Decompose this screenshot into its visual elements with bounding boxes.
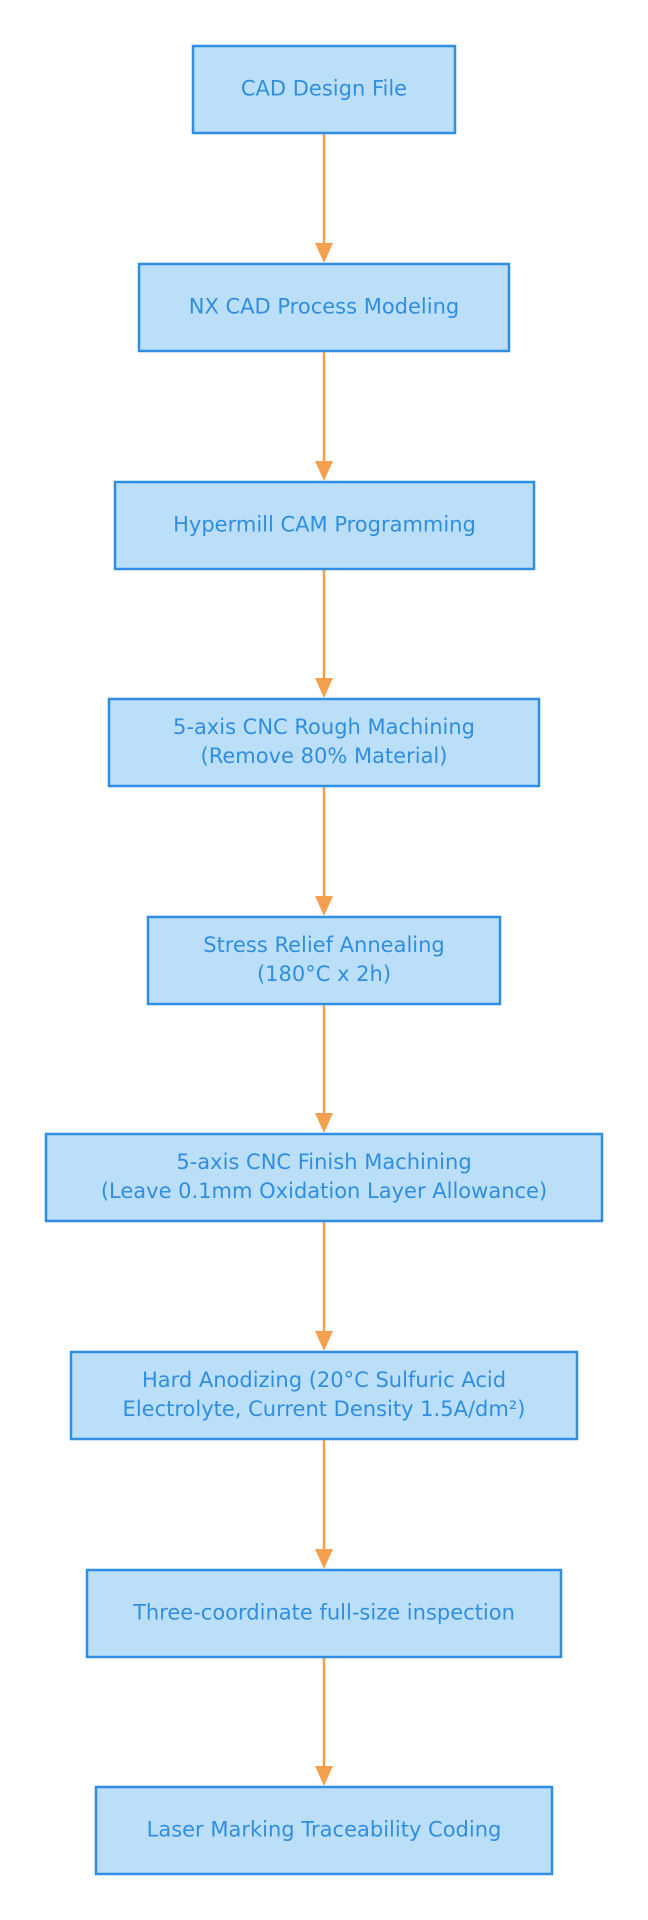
node-box — [69, 1350, 579, 1441]
node-label: Stress Relief Annealing — [203, 933, 445, 957]
node-box — [44, 1132, 604, 1223]
node-label: 5-axis CNC Finish Machining — [176, 1150, 471, 1174]
arrow-stress-relief-annealing-to-finish-machining — [315, 1005, 333, 1133]
arrowhead-icon — [315, 461, 333, 481]
arrow-nx-cad-process-modeling-to-hypermill-cam-programming — [315, 352, 333, 481]
node-box — [85, 1568, 563, 1659]
arrowhead-icon — [315, 896, 333, 916]
arrowhead-icon — [315, 1331, 333, 1351]
node-hypermill-cam-programming: Hypermill CAM Programming — [113, 480, 536, 571]
node-three-coordinate-inspection: Three-coordinate full-size inspection — [85, 1568, 563, 1659]
arrow-cad-design-file-to-nx-cad-process-modeling — [315, 134, 333, 263]
arrow-rough-machining-to-stress-relief-annealing — [315, 787, 333, 916]
arrowhead-icon — [315, 1549, 333, 1569]
node-stress-relief-annealing: Stress Relief Annealing (180°C x 2h) — [146, 915, 502, 1006]
node-label: CAD Design File — [241, 77, 407, 101]
node-label: NX CAD Process Modeling — [189, 295, 460, 319]
node-laser-marking: Laser Marking Traceability Coding — [94, 1785, 554, 1876]
node-label: (180°C x 2h) — [257, 962, 391, 986]
node-label: Laser Marking Traceability Coding — [147, 1818, 502, 1842]
node-nx-cad-process-modeling: NX CAD Process Modeling — [137, 262, 511, 353]
node-box — [146, 915, 502, 1006]
arrowhead-icon — [315, 1113, 333, 1133]
arrowhead-icon — [315, 678, 333, 698]
arrowhead-icon — [315, 243, 333, 263]
node-label: (Remove 80% Material) — [201, 744, 448, 768]
node-label: Three-coordinate full-size inspection — [132, 1601, 515, 1625]
node-hard-anodizing: Hard Anodizing (20°C Sulfuric AcidElectr… — [69, 1350, 579, 1441]
node-label: Electrolyte, Current Density 1.5A/dm²) — [123, 1397, 526, 1421]
arrow-hypermill-cam-programming-to-rough-machining — [315, 570, 333, 698]
nodes-layer: CAD Design File NX CAD Process ModelingHy… — [44, 44, 604, 1876]
arrowhead-icon — [315, 1766, 333, 1786]
edges-layer — [315, 134, 333, 1786]
node-box — [113, 480, 536, 571]
node-box — [191, 44, 457, 135]
node-label: Hypermill CAM Programming — [173, 513, 476, 537]
node-label: 5-axis CNC Rough Machining — [173, 715, 475, 739]
node-finish-machining: 5-axis CNC Finish Machining (Leave 0.1mm … — [44, 1132, 604, 1223]
node-box — [94, 1785, 554, 1876]
node-label: Hard Anodizing (20°C Sulfuric Acid — [142, 1368, 506, 1392]
node-label: (Leave 0.1mm Oxidation Layer Allowance) — [101, 1179, 547, 1203]
arrow-hard-anodizing-to-three-coordinate-inspection — [315, 1440, 333, 1569]
arrow-finish-machining-to-hard-anodizing — [315, 1222, 333, 1351]
node-box — [137, 262, 511, 353]
node-box — [107, 697, 541, 788]
node-rough-machining: 5-axis CNC Rough Machining (Remove 80% Ma… — [107, 697, 541, 788]
arrow-three-coordinate-inspection-to-laser-marking — [315, 1658, 333, 1786]
node-cad-design-file: CAD Design File — [191, 44, 457, 135]
